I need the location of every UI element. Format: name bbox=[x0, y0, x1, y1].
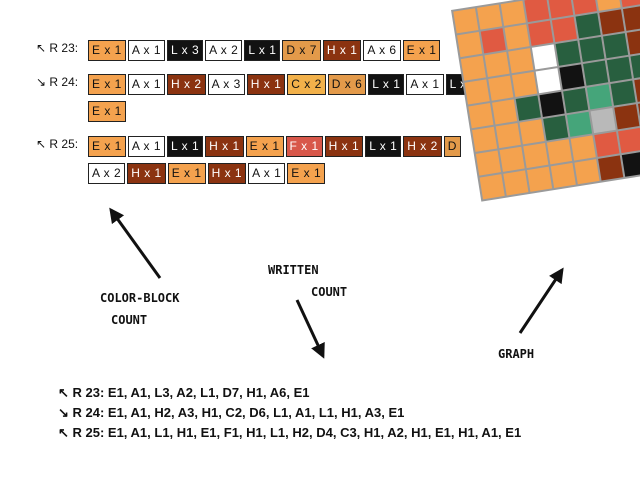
color-block-f: F x 1 bbox=[285, 136, 323, 157]
color-block-h: H x 1 bbox=[207, 163, 247, 184]
color-block-e: E x 1 bbox=[402, 40, 441, 61]
arrow-to-graph bbox=[518, 267, 564, 334]
written-count-row-25: ↖ R 25: E1, A1, L1, H1, E1, F1, H1, L1, … bbox=[58, 425, 522, 440]
color-block-a: A x 6 bbox=[363, 40, 401, 61]
color-block-e: E x 1 bbox=[88, 136, 126, 157]
color-block-l: L x 1 bbox=[365, 136, 402, 157]
row-23-label: ↖ R 23: bbox=[36, 41, 79, 55]
arrow-to-color-blocks bbox=[109, 207, 162, 279]
color-block-h: H x 1 bbox=[246, 74, 286, 95]
color-block-a: A x 1 bbox=[248, 163, 286, 184]
color-block-l: L x 3 bbox=[167, 40, 204, 61]
color-block-e: E x 1 bbox=[88, 101, 126, 122]
written-counts: ↖ R 23: E1, A1, L3, A2, L1, D7, H1, A6, … bbox=[58, 383, 521, 443]
color-block-h: H x 1 bbox=[322, 40, 362, 61]
color-block-c: C x 2 bbox=[287, 74, 326, 95]
color-block-h: H x 1 bbox=[205, 136, 244, 157]
color-block-h: H x 1 bbox=[324, 136, 364, 157]
color-block-a: A x 1 bbox=[127, 74, 166, 95]
color-block-d: D x 6 bbox=[327, 74, 367, 95]
color-block-l: L x 1 bbox=[167, 136, 204, 157]
color-block-e: E x 1 bbox=[167, 163, 206, 184]
color-block-l: L x 1 bbox=[244, 40, 281, 61]
color-block-a: A x 3 bbox=[207, 74, 245, 95]
row-24-color-strip-continued: E x 1 bbox=[88, 101, 128, 122]
color-block-l: L x 1 bbox=[368, 74, 405, 95]
color-block-a: A x 1 bbox=[406, 74, 444, 95]
arrow-to-written-count bbox=[295, 299, 325, 359]
color-block-d: D x 7 bbox=[282, 40, 321, 61]
row-24-label: ↘ R 24: bbox=[36, 75, 79, 89]
color-block-e: E x 1 bbox=[245, 136, 284, 157]
color-block-d: D bbox=[443, 136, 461, 157]
color-block-a: A x 2 bbox=[205, 40, 243, 61]
color-block-count-label-2: COUNT bbox=[111, 313, 148, 327]
color-block-count-label: COLOR-BLOCK bbox=[100, 291, 180, 305]
color-block-h: H x 1 bbox=[127, 163, 166, 184]
color-block-a: A x 1 bbox=[127, 40, 166, 61]
color-block-a: A x 1 bbox=[127, 136, 166, 157]
row-25-label: ↖ R 25: bbox=[36, 137, 79, 151]
written-count-label-2: COUNT bbox=[311, 285, 348, 299]
color-block-h: H x 2 bbox=[167, 74, 206, 95]
color-block-a: A x 2 bbox=[88, 163, 126, 184]
color-block-e: E x 1 bbox=[287, 163, 326, 184]
color-block-e: E x 1 bbox=[88, 74, 126, 95]
color-block-e: E x 1 bbox=[88, 40, 126, 61]
written-count-row-24: ↘ R 24: E1, A1, H2, A3, H1, C2, D6, L1, … bbox=[58, 405, 405, 420]
written-count-row-23: ↖ R 23: E1, A1, L3, A2, L1, D7, H1, A6, … bbox=[58, 385, 310, 400]
written-count-label: WRITTEN bbox=[268, 263, 319, 277]
graph-label: GRAPH bbox=[498, 347, 535, 361]
color-block-h: H x 2 bbox=[403, 136, 442, 157]
